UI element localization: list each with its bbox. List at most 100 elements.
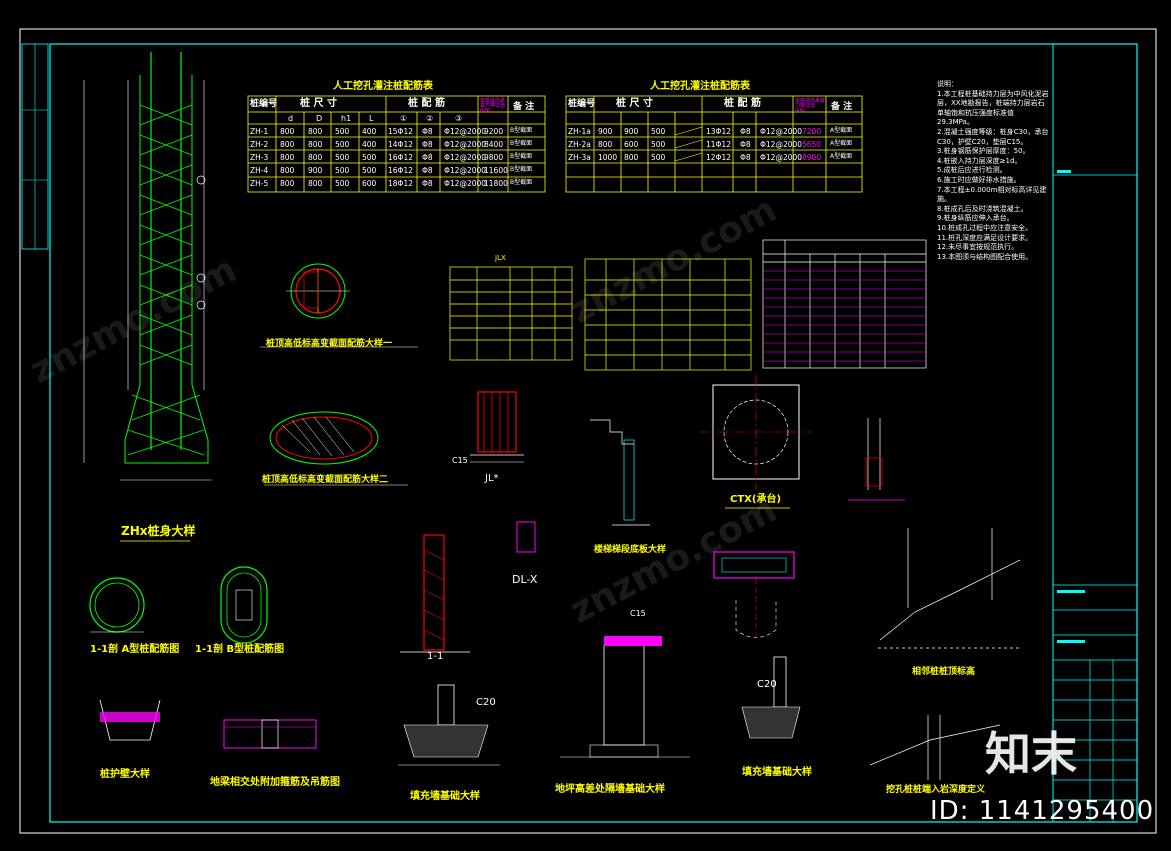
right-cell: 13Φ12 (706, 127, 731, 136)
left-cell: 800 (280, 127, 295, 136)
label-c15-a: C15 (452, 456, 468, 465)
cap-rebar-detail (713, 551, 795, 640)
label-dl-x: DL-X (512, 573, 538, 586)
label-pile-wall: 桩护壁大样 (100, 769, 150, 780)
left-cell: ZH-4 (250, 166, 269, 176)
pile-table-right-title: 人工挖孔灌注桩配筋表 (650, 81, 750, 92)
right-cell: ZH-3a (568, 153, 591, 163)
right-cell: ZH-1a (568, 127, 591, 136)
variable-section-1-drawing (260, 263, 418, 348)
pile-wall-drawing (99, 699, 161, 741)
note-item: 9.桩身纵筋应伸入承台。 (937, 214, 1014, 223)
right-cell: 7200 (802, 127, 822, 136)
right-cell: Φ12@2000 (760, 127, 803, 136)
left-cell: 400 (362, 127, 377, 136)
left-cell: ZH-2 (250, 140, 269, 150)
note-item: 3.桩身钢筋保护层厚度：50。 (937, 147, 1030, 156)
left-cell: Φ8 (422, 153, 433, 163)
left-cell: 800 (308, 179, 323, 189)
left-cell: 800 (280, 153, 295, 163)
left-cell: 15Φ12 (388, 127, 413, 136)
pile-table-right-header-capacity: 单桩竖向承载力特征值(kN) (795, 98, 826, 114)
pile-table-left-subheader: ③ (455, 114, 463, 123)
note-item: 10.桩成孔过程中应注意安全。 (937, 223, 1033, 232)
jlx-table-title: JLX (495, 254, 506, 262)
dl-table-frame (584, 258, 752, 371)
left-cell: 800 (308, 127, 323, 136)
left-cell: 800 (308, 153, 323, 163)
left-cell: B型截面 (510, 153, 533, 161)
left-cell: 500 (335, 166, 350, 176)
left-cell: 16Φ12 (388, 166, 413, 176)
label-c15-b: C15 (630, 609, 646, 618)
left-cell: 500 (362, 166, 377, 176)
left-cell: Φ12@2000 (444, 166, 487, 176)
left-cell: 500 (335, 179, 350, 189)
note-item: 8.桩成孔后及时浇筑混凝土。 (937, 204, 1028, 213)
left-cell: 9200 (484, 127, 504, 136)
right-cell: Φ12@2000 (760, 153, 803, 163)
design-notes: 说明： 1.本工程桩基础持力层为中风化泥岩层，XX地勘报告，桩端持力层岩石单轴饱… (937, 80, 1049, 262)
note-item: 5.成桩后应进行检测。 (937, 166, 1007, 175)
section-b-drawing (220, 566, 268, 644)
left-cell: 9800 (484, 153, 504, 163)
note-item: 12.未尽事宜按规范执行。 (937, 243, 1019, 252)
left-cell: Φ8 (422, 127, 433, 136)
notes-heading: 说明： (937, 80, 958, 88)
left-cell: Φ12@2000 (444, 140, 487, 150)
label-variable-section-1: 桩顶高低标高变截面配筋大样一 (266, 339, 393, 349)
pile-table-left-subheader: ① (400, 114, 408, 123)
left-cell: B型截面 (510, 127, 533, 134)
infill-foundation-2-drawing (741, 656, 801, 739)
right-cell: A型截面 (830, 140, 853, 148)
pile-table-left-subheader: D (316, 114, 323, 123)
pile-table-right-header-size: 桩 尺 寸 (616, 98, 653, 109)
label-zh-pile: ZHx桩身大样 (121, 524, 196, 538)
right-cell: 500 (651, 127, 666, 136)
label-infill-foundation-2: 填充墙基础大样 (742, 767, 812, 778)
section-1-1-drawing (400, 534, 470, 653)
pile-table-left-subheader: h1 (341, 114, 352, 123)
left-cell: 500 (335, 140, 350, 150)
label-rock-definition: 挖孔桩桩端入岩深度定义 (886, 785, 986, 795)
pile-table-left-header-rebar: 桩 配 筋 (408, 98, 445, 109)
label-section-a: 1-1剖 A型桩配筋图 (90, 644, 180, 655)
left-cell: Φ12@2000 (444, 153, 487, 163)
left-cell: B型截面 (510, 140, 533, 148)
note-item: 6.施工时应做好排水措施。 (937, 175, 1021, 184)
left-cell: 800 (280, 140, 295, 150)
left-cell: 500 (335, 153, 350, 163)
zh-pile-elevation (83, 52, 212, 481)
right-cell: 900 (624, 127, 639, 136)
label-ground-height-diff: 地坪高差处隔墙基础大样 (555, 784, 665, 795)
neighbor-pile-drawing (878, 528, 1022, 649)
left-cell: ZH-5 (250, 179, 269, 189)
left-cell: 11600 (484, 166, 508, 176)
cap-table-frame (762, 239, 927, 369)
note-item: 7.本工程±0.000m相对标高详见建施。 (937, 185, 1047, 204)
label-cap: CTX(承台) (730, 494, 782, 505)
dl-x-drawing (516, 521, 536, 553)
pile-table-left-title: 人工挖孔灌注桩配筋表 (333, 81, 433, 92)
left-cell: 14Φ12 (388, 140, 413, 150)
title-block (1053, 174, 1137, 822)
pile-table-right-frame (565, 95, 863, 193)
right-cell: Φ8 (740, 140, 751, 150)
ground-height-diff-drawing (560, 636, 690, 758)
right-cell: 11Φ12 (706, 140, 731, 150)
notes-list: 1.本工程桩基础持力层为中风化泥岩层，XX地勘报告，桩端持力层岩石单轴饱和抗压强… (937, 90, 1049, 263)
stair-base-drawing (590, 419, 650, 526)
label-neighbor-pile: 相邻桩桩顶标高 (912, 667, 976, 677)
right-cell: Φ8 (740, 153, 751, 163)
pile-table-left-frame (247, 95, 546, 193)
left-cell: ZH-3 (250, 153, 269, 163)
right-cell: Φ12@2000 (760, 140, 803, 150)
pile-table-left-header-remark: 备 注 (513, 102, 535, 112)
variable-section-2-drawing (264, 411, 408, 486)
left-cell: 11800 (484, 179, 508, 189)
right-cell: 1000 (598, 153, 618, 163)
rock-definition-drawing (869, 715, 1001, 780)
note-item: 1.本工程桩基础持力层为中风化泥岩层，XX地勘报告，桩端持力层岩石单轴饱和抗压强… (937, 89, 1049, 127)
pile-table-right-header-rebar: 桩 配 筋 (724, 98, 761, 109)
drawing-frame-inner (49, 43, 1138, 823)
